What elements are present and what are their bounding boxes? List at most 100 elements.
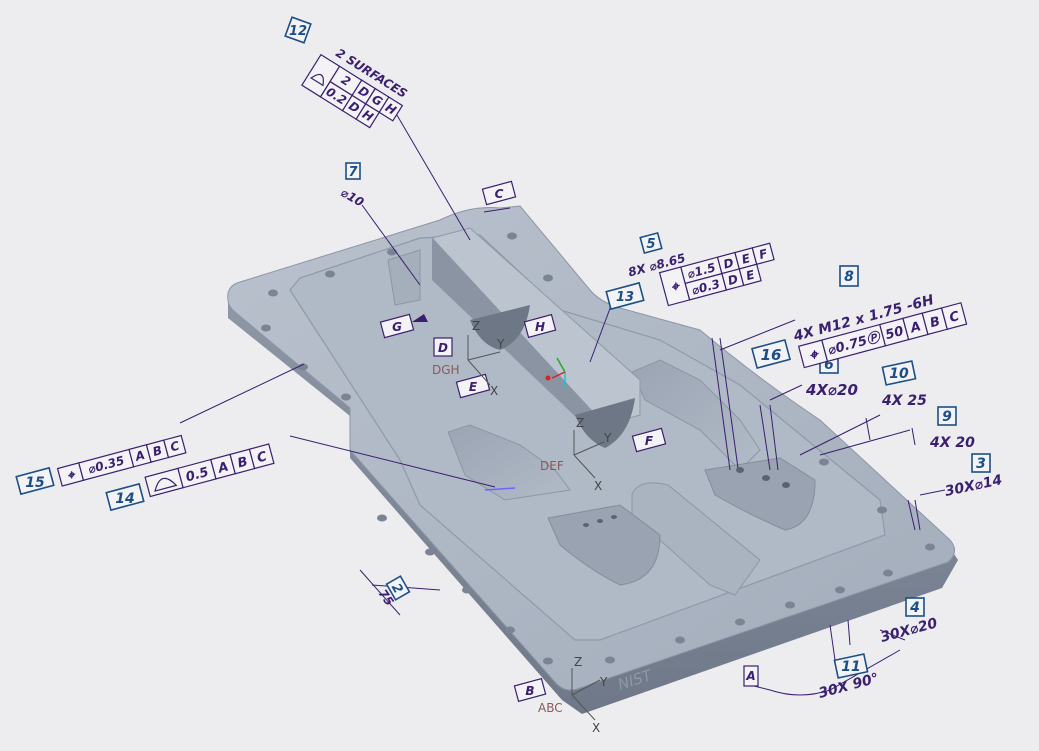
csys-dgh-x: X xyxy=(490,384,498,398)
balloon-10-label: 10 xyxy=(889,366,909,382)
fcf-15[interactable]: ⌖ ⌀0.35 A B C xyxy=(56,434,187,487)
fcf-8-d1: A xyxy=(908,319,923,336)
datum-h-label: H xyxy=(535,320,545,334)
profile-surface-icon xyxy=(310,73,324,87)
datum-g-label: G xyxy=(392,320,402,334)
balloon-16-label: 16 xyxy=(761,346,782,364)
balloon-16[interactable]: 16 xyxy=(751,338,791,370)
datum-d[interactable]: D xyxy=(433,337,453,357)
balloon-13-label: 13 xyxy=(616,290,634,305)
datum-b-label: B xyxy=(525,684,534,698)
fcf-5-d4: D xyxy=(726,272,739,288)
fcf-14-d2: B xyxy=(236,454,250,471)
rib-side xyxy=(432,238,605,440)
fcf-12[interactable]: 2 SURFACES 2 D G H 0.2 D H xyxy=(301,39,412,136)
leader-lines xyxy=(179,109,946,696)
csys-dgh-y: Y xyxy=(496,337,505,351)
datum-e-label: E xyxy=(469,380,478,394)
csys-def-x: X xyxy=(594,479,602,493)
dim-4[interactable]: 30X⌀20 xyxy=(879,615,940,646)
datum-a[interactable]: A xyxy=(743,665,759,687)
balloon-14[interactable]: 14 xyxy=(105,482,145,512)
datum-c[interactable]: C xyxy=(481,180,517,206)
csys-dgh-z: Z xyxy=(472,319,480,333)
dim-7[interactable]: ⌀10 xyxy=(339,185,367,209)
dim-9[interactable]: 4X 20 xyxy=(929,435,975,451)
fcf-8-proj: 50 xyxy=(884,324,905,343)
world-triad-icon xyxy=(545,357,566,388)
boss-left xyxy=(387,249,421,306)
balloon-3-label: 3 xyxy=(976,456,986,472)
fcf-14[interactable]: 0.5 A B C xyxy=(144,443,275,498)
csys-abc-x: X xyxy=(592,721,600,735)
datum-c-label: C xyxy=(495,187,504,201)
balloon-9[interactable]: 9 xyxy=(937,406,957,426)
balloon-6-label: 6 xyxy=(824,357,834,373)
profile-surface-icon xyxy=(154,477,178,492)
raised-island xyxy=(289,234,886,641)
datum-f-label: F xyxy=(645,434,654,448)
datum-g-triangle xyxy=(412,314,428,322)
flange-holes xyxy=(261,232,935,665)
balloon-7[interactable]: 7 xyxy=(345,162,361,180)
balloon-12[interactable]: 12 xyxy=(284,16,312,44)
surface-marker-icon xyxy=(484,487,516,491)
balloon-5[interactable]: 5 xyxy=(639,231,663,255)
csys-abc-label: ABC xyxy=(538,701,563,715)
fcf-8-d2: B xyxy=(928,314,942,331)
balloon-3[interactable]: 3 xyxy=(971,453,991,473)
fcf-15-d3: C xyxy=(169,439,181,455)
balloon-8[interactable]: 8 xyxy=(839,265,859,287)
balloon-4-label: 4 xyxy=(909,600,920,616)
slot-2 xyxy=(575,398,635,448)
balloon-7-label: 7 xyxy=(348,165,358,180)
balloon-15-label: 15 xyxy=(25,475,45,491)
balloon-8-label: 8 xyxy=(844,269,854,285)
balloon-2[interactable]: 2 xyxy=(385,575,411,601)
datum-b[interactable]: B xyxy=(513,677,547,703)
csys-abc-y: Y xyxy=(599,675,608,689)
datum-g[interactable]: G xyxy=(379,313,428,339)
balloon-11-label: 11 xyxy=(841,659,860,675)
datum-a-label: A xyxy=(745,669,755,683)
fcf-15-d1: A xyxy=(133,448,147,464)
boss-holes xyxy=(583,467,790,527)
fcf-14-d3: C xyxy=(256,449,270,466)
balloon-14-label: 14 xyxy=(115,491,134,507)
boss-front xyxy=(547,504,661,586)
datum-h[interactable]: H xyxy=(523,313,557,339)
balloon-15[interactable]: 15 xyxy=(15,466,55,496)
datum-f[interactable]: F xyxy=(631,427,667,453)
balloon-11[interactable]: 11 xyxy=(833,653,869,679)
balloon-4[interactable]: 4 xyxy=(905,597,925,617)
balloon-10[interactable]: 10 xyxy=(881,360,917,386)
csys-abc[interactable]: Z Y X ABC xyxy=(538,655,608,735)
dim-10[interactable]: 4X 25 xyxy=(881,393,927,409)
fcf-8[interactable]: 4X M12 x 1.75 -6H ⌖ ⌀0.75Ⓟ 50 A B C xyxy=(791,285,968,369)
dim-3[interactable]: 30X⌀14 xyxy=(944,472,1004,500)
dim-6[interactable]: 4X⌀20 xyxy=(805,381,858,399)
balloon-9-label: 9 xyxy=(942,409,952,425)
csys-abc-z: Z xyxy=(574,655,582,669)
csys-dgh[interactable]: Z Y X DGH xyxy=(432,319,505,398)
pocket-slot xyxy=(631,482,761,596)
csys-def-label: DEF xyxy=(540,459,564,473)
datum-d-label: D xyxy=(438,341,448,355)
fcf-14-d1: A xyxy=(216,460,231,477)
fcf-8-d3: C xyxy=(948,309,962,326)
balloon-5-label: 5 xyxy=(646,237,655,252)
fcf-14-tol: 0.5 xyxy=(184,465,210,485)
slot-1 xyxy=(470,305,530,350)
balloon-12-label: 12 xyxy=(289,24,307,39)
csys-def-y: Y xyxy=(603,431,612,445)
fcf-15-d2: B xyxy=(151,443,163,459)
csys-def-z: Z xyxy=(576,416,584,430)
pocket-right xyxy=(631,359,761,471)
fcf-5[interactable]: 8X ⌀8.65 ⌖ ⌀1.5 D E F ⌀0.3 D E xyxy=(627,229,779,314)
csys-def[interactable]: Z Y X DEF xyxy=(540,416,612,493)
boss-right xyxy=(704,457,816,531)
csys-dgh-label: DGH xyxy=(432,363,460,377)
balloon-13[interactable]: 13 xyxy=(605,281,645,311)
